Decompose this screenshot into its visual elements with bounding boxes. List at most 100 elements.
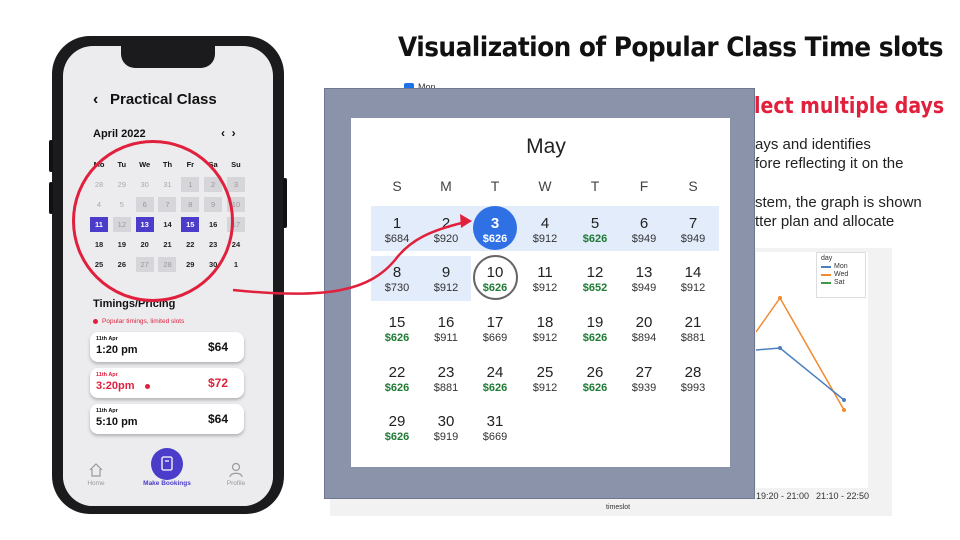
calendar-day[interactable]: 27$939 bbox=[622, 364, 666, 395]
x-tick-label: 21:10 - 22:50 bbox=[816, 491, 870, 501]
day-number: 10 bbox=[486, 264, 504, 281]
day-price: $912 bbox=[532, 282, 558, 294]
time-slot-card[interactable]: 11th Apr 1:20 pm $64 bbox=[90, 332, 244, 362]
day-price: $993 bbox=[680, 382, 706, 394]
big-weekday-label: W bbox=[538, 178, 552, 194]
day-price: $626 bbox=[384, 332, 410, 344]
day-number: 5 bbox=[590, 215, 600, 232]
calendar-day[interactable]: 17$669 bbox=[473, 314, 517, 345]
body-line: tter plan and allocate bbox=[755, 213, 895, 230]
calendar-day[interactable]: 20$894 bbox=[622, 314, 666, 345]
mini-calendar-day[interactable]: 3 bbox=[226, 176, 245, 192]
tab-home[interactable]: Home bbox=[87, 480, 105, 487]
day-number: 7 bbox=[688, 215, 698, 232]
slot-date: 11th Apr bbox=[96, 336, 118, 342]
tab-profile[interactable]: Profile bbox=[226, 480, 246, 487]
popular-note: Popular timings, limited slots bbox=[93, 318, 184, 325]
day-price: $939 bbox=[631, 382, 657, 394]
day-number: 4 bbox=[540, 215, 550, 232]
calendar-day[interactable]: 29$626 bbox=[375, 413, 419, 444]
tab-make-bookings[interactable]: Make Bookings bbox=[143, 480, 191, 487]
legend-label: Mon bbox=[834, 263, 848, 270]
booking-icon bbox=[161, 456, 173, 471]
big-weekday-label: S bbox=[392, 178, 402, 194]
calendar-day[interactable]: 28$993 bbox=[671, 364, 715, 395]
legend-item-mon: Mon bbox=[821, 263, 861, 270]
day-price: $626 bbox=[582, 332, 608, 344]
calendar-day[interactable]: 31$669 bbox=[473, 413, 517, 444]
day-price: $626 bbox=[482, 282, 508, 294]
calendar-day[interactable]: 19$626 bbox=[573, 314, 617, 345]
calendar-day[interactable]: 1$684 bbox=[375, 215, 419, 246]
time-slot-card[interactable]: 11th Apr 5:10 pm $64 bbox=[90, 404, 244, 434]
calendar-day[interactable]: 30$919 bbox=[424, 413, 468, 444]
legend-item-sat: Sat bbox=[821, 279, 861, 286]
calendar-day[interactable]: 13$949 bbox=[622, 264, 666, 295]
slot-price: $72 bbox=[207, 376, 228, 390]
calendar-day[interactable]: 25$912 bbox=[523, 364, 567, 395]
day-price: $652 bbox=[582, 282, 608, 294]
profile-icon[interactable] bbox=[229, 462, 243, 478]
calendar-day[interactable]: 26$626 bbox=[573, 364, 617, 395]
mini-calendar-day[interactable]: 1 bbox=[233, 259, 239, 269]
body-line: fore reflecting it on the bbox=[755, 155, 904, 172]
series-line-mon bbox=[756, 347, 845, 401]
chevron-left-icon[interactable]: ‹ bbox=[221, 126, 225, 140]
calendar-day[interactable]: 12$652 bbox=[573, 264, 617, 295]
day-number: 24 bbox=[486, 364, 504, 381]
day-number: 14 bbox=[684, 264, 702, 281]
day-price: $669 bbox=[482, 332, 508, 344]
day-number: 19 bbox=[586, 314, 604, 331]
calendar-day[interactable]: 8$730 bbox=[375, 264, 419, 295]
calendar-day[interactable]: 21$881 bbox=[671, 314, 715, 345]
calendar-day[interactable]: 24$626 bbox=[473, 364, 517, 395]
big-weekday-label: F bbox=[639, 178, 649, 194]
body-line: ays and identifies bbox=[755, 136, 871, 153]
day-number: 26 bbox=[586, 364, 604, 381]
data-point-mon bbox=[778, 346, 782, 350]
day-price: $881 bbox=[433, 382, 459, 394]
day-price: $626 bbox=[384, 382, 410, 394]
home-icon[interactable] bbox=[89, 463, 103, 477]
calendar-day[interactable]: 2$920 bbox=[424, 215, 468, 246]
make-bookings-button[interactable] bbox=[151, 448, 183, 480]
calendar-day[interactable]: 10$626 bbox=[473, 264, 517, 295]
day-price: $949 bbox=[631, 282, 657, 294]
day-number: 17 bbox=[486, 314, 504, 331]
calendar-day[interactable]: 18$912 bbox=[523, 314, 567, 345]
calendar-day[interactable]: 5$626 bbox=[573, 215, 617, 246]
legend-title: day bbox=[821, 255, 833, 262]
volume-button bbox=[49, 182, 53, 214]
calendar-day[interactable]: 4$912 bbox=[523, 215, 567, 246]
red-heading: lect multiple days bbox=[754, 94, 945, 119]
data-point-mon bbox=[842, 398, 846, 402]
slot-time: 3:20pm bbox=[96, 380, 135, 392]
day-number: 31 bbox=[486, 413, 504, 430]
day-price: $919 bbox=[433, 431, 459, 443]
calendar-day[interactable]: 3$626 bbox=[473, 215, 517, 246]
day-price: $912 bbox=[532, 233, 558, 245]
time-slot-card-popular[interactable]: 11th Apr 3:20pm $72 bbox=[90, 368, 244, 398]
day-number: 27 bbox=[635, 364, 653, 381]
page-title: Practical Class bbox=[110, 91, 217, 108]
calendar-day[interactable]: 11$912 bbox=[523, 264, 567, 295]
calendar-day[interactable]: 6$949 bbox=[622, 215, 666, 246]
calendar-day[interactable]: 23$881 bbox=[424, 364, 468, 395]
calendar-day[interactable]: 16$911 bbox=[424, 314, 468, 345]
day-price: $920 bbox=[433, 233, 459, 245]
calendar-day[interactable]: 14$912 bbox=[671, 264, 715, 295]
calendar-day[interactable]: 15$626 bbox=[375, 314, 419, 345]
chevron-right-icon[interactable]: › bbox=[231, 126, 236, 140]
weekday-label: Sa bbox=[208, 159, 218, 169]
day-number: 12 bbox=[586, 264, 604, 281]
day-price: $912 bbox=[532, 332, 558, 344]
calendar-day[interactable]: 9$912 bbox=[424, 264, 468, 295]
day-number: 22 bbox=[388, 364, 406, 381]
ringed-day-marker bbox=[473, 255, 518, 300]
calendar-day[interactable]: 7$949 bbox=[671, 215, 715, 246]
back-chevron-icon[interactable]: ‹ bbox=[93, 91, 99, 108]
slot-price: $64 bbox=[207, 412, 228, 426]
day-number: 3 bbox=[490, 215, 500, 232]
day-number: 29 bbox=[388, 413, 406, 430]
calendar-day[interactable]: 22$626 bbox=[375, 364, 419, 395]
